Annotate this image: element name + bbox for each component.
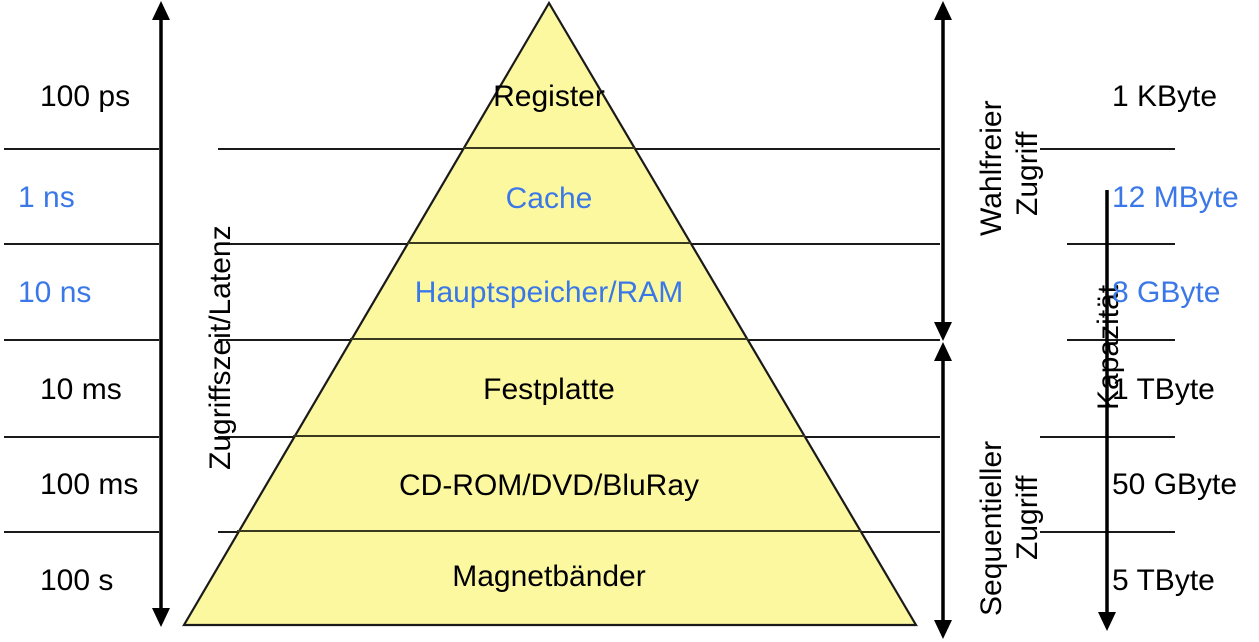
random-access-arrow: [928, 0, 958, 347]
tier-label-ram: Hauptspeicher/RAM: [414, 276, 684, 309]
sequential-access-caption-line2: Zugriff: [1011, 475, 1044, 560]
tier-label-hdd: Festplatte: [483, 373, 615, 406]
separator-line-right-2: [1067, 243, 1175, 245]
tier-label-optical: CD-ROM/DVD/BluRay: [398, 469, 700, 502]
random-access-caption-line1: Wahlfreier: [975, 100, 1008, 236]
latency-axis-caption: Zugriffszeit/Latenz: [204, 225, 237, 470]
capacity-label-hdd: 1 TByte: [1112, 373, 1215, 406]
separator-line-right-1: [1040, 148, 1175, 150]
sequential-access-caption-line1: Sequentieller: [975, 440, 1008, 616]
separator-line-mid-5: [218, 531, 940, 533]
random-access-caption-line2: Zugriff: [1011, 131, 1044, 216]
latency-label-tape: 100 s: [40, 564, 114, 597]
separator-line-left-2: [4, 243, 159, 245]
separator-line-mid-3: [218, 339, 940, 341]
tier-label-register: Register: [493, 80, 605, 113]
sequential-access-arrow: [928, 341, 958, 642]
separator-line-mid-1: [218, 148, 940, 150]
tier-label-cache: Cache: [505, 182, 593, 215]
separator-line-left-5: [4, 531, 159, 533]
capacity-label-tape: 5 TByte: [1112, 564, 1215, 597]
separator-line-mid-4: [218, 436, 940, 438]
separator-line-left-4: [4, 436, 159, 438]
capacity-label-optical: 50 GByte: [1112, 468, 1238, 501]
tier-label-tape: Magnetbänder: [452, 560, 646, 593]
latency-label-ram: 10 ns: [18, 276, 92, 309]
latency-label-register: 100 ps: [40, 80, 131, 113]
separator-line-left-1: [4, 148, 159, 150]
separator-line-right-4: [1040, 436, 1175, 438]
latency-label-optical: 100 ms: [40, 468, 139, 501]
capacity-label-register: 1 KByte: [1112, 80, 1218, 113]
separator-line-right-5: [1040, 531, 1175, 533]
separator-line-right-3: [1067, 339, 1175, 341]
latency-label-hdd: 10 ms: [40, 373, 122, 406]
latency-label-cache: 1 ns: [18, 181, 75, 214]
capacity-label-cache: 12 MByte: [1112, 181, 1239, 214]
separator-line-left-3: [4, 339, 159, 341]
separator-line-mid-2: [218, 243, 940, 245]
latency-axis-arrow: [146, 0, 176, 633]
capacity-label-ram: 8 GByte: [1112, 276, 1221, 309]
